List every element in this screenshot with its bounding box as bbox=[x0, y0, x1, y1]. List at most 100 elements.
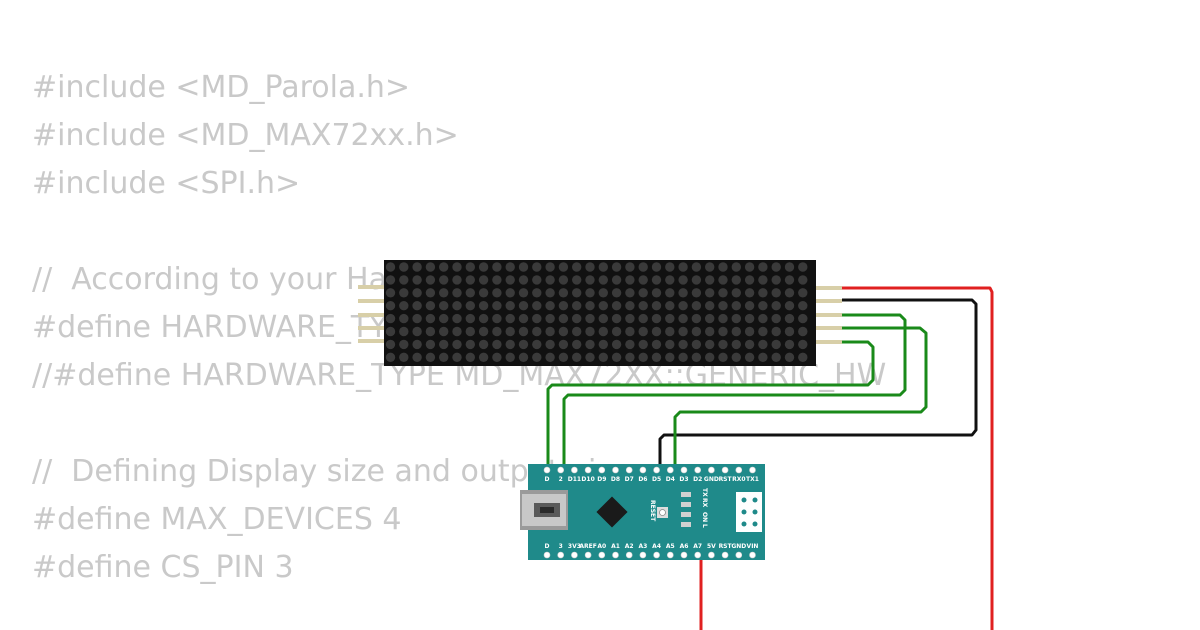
matrix-led bbox=[452, 288, 462, 298]
matrix-led bbox=[771, 275, 781, 285]
nano-top-pin[interactable] bbox=[721, 466, 729, 474]
matrix-led bbox=[611, 288, 622, 298]
nano-top-pin[interactable] bbox=[653, 466, 660, 474]
matrix-led bbox=[399, 262, 409, 272]
matrix-led bbox=[798, 326, 808, 337]
nano-top-pin[interactable] bbox=[625, 466, 633, 474]
nano-bottom-pin[interactable] bbox=[571, 551, 578, 559]
matrix-led bbox=[492, 326, 502, 337]
matrix-led bbox=[691, 339, 702, 350]
matrix-led bbox=[572, 326, 582, 337]
matrix-led bbox=[478, 288, 489, 298]
matrix-led bbox=[718, 288, 728, 298]
nano-bottom-pin[interactable] bbox=[721, 551, 729, 559]
matrix-led bbox=[585, 339, 595, 350]
matrix-led bbox=[731, 288, 741, 298]
matrix-led bbox=[691, 313, 702, 324]
matrix-led bbox=[572, 262, 582, 272]
nano-bottom-pin[interactable] bbox=[708, 551, 715, 559]
matrix-led bbox=[771, 326, 781, 337]
matrix-led bbox=[545, 301, 555, 311]
matrix-led bbox=[678, 262, 688, 272]
nano-bottom-pin[interactable] bbox=[666, 551, 674, 559]
matrix-led bbox=[439, 313, 449, 324]
nano-top-pin[interactable] bbox=[735, 466, 743, 474]
nano-top-pin[interactable] bbox=[708, 466, 715, 474]
nano-bottom-pin[interactable] bbox=[639, 551, 647, 559]
matrix-led bbox=[678, 313, 688, 324]
matrix-led bbox=[385, 288, 396, 298]
wire-cs[interactable] bbox=[673, 326, 928, 470]
matrix-led bbox=[492, 262, 502, 272]
nano-bottom-pin[interactable] bbox=[735, 551, 743, 559]
matrix-led bbox=[478, 352, 489, 362]
nano-top-pin-label: D4 bbox=[666, 476, 675, 483]
matrix-led bbox=[518, 339, 529, 350]
nano-bottom-pin[interactable] bbox=[680, 551, 688, 559]
matrix-led bbox=[558, 275, 569, 285]
matrix-led bbox=[651, 352, 662, 362]
matrix-led bbox=[598, 301, 608, 311]
nano-top-pin[interactable] bbox=[598, 466, 606, 474]
matrix-led bbox=[784, 262, 795, 272]
reset-button[interactable] bbox=[657, 507, 668, 518]
nano-bottom-pin[interactable] bbox=[557, 551, 565, 559]
matrix-led bbox=[638, 326, 648, 337]
nano-bottom-pin[interactable] bbox=[598, 551, 606, 559]
nano-top-pin[interactable] bbox=[680, 466, 688, 474]
nano-top-pin[interactable] bbox=[584, 466, 592, 474]
matrix-led bbox=[385, 352, 396, 362]
matrix-led bbox=[771, 352, 781, 362]
matrix-led bbox=[691, 301, 702, 311]
nano-top-pin[interactable] bbox=[557, 466, 565, 474]
matrix-led bbox=[478, 275, 489, 285]
nano-top-pin[interactable] bbox=[749, 466, 756, 474]
wire-clk[interactable] bbox=[546, 340, 875, 555]
nano-top-pin[interactable] bbox=[666, 466, 674, 474]
matrix-led bbox=[771, 301, 781, 311]
wire-din[interactable] bbox=[562, 313, 907, 470]
matrix-led bbox=[399, 275, 409, 285]
matrix-led bbox=[665, 326, 675, 337]
matrix-led bbox=[585, 326, 595, 337]
matrix-led bbox=[585, 313, 595, 324]
matrix-led bbox=[638, 301, 648, 311]
nano-bottom-pin[interactable] bbox=[543, 551, 551, 559]
nano-top-pin[interactable] bbox=[571, 466, 578, 474]
matrix-led bbox=[545, 352, 555, 362]
matrix-led bbox=[505, 301, 515, 311]
matrix-led bbox=[638, 288, 648, 298]
matrix-led bbox=[412, 326, 422, 337]
led-matrix-module[interactable] bbox=[358, 260, 842, 366]
matrix-led bbox=[465, 313, 475, 324]
nano-top-pin[interactable] bbox=[639, 466, 647, 474]
matrix-led bbox=[665, 313, 675, 324]
nano-top-pin[interactable] bbox=[543, 466, 551, 474]
matrix-led bbox=[518, 288, 529, 298]
matrix-led bbox=[518, 262, 529, 272]
nano-top-pin[interactable] bbox=[612, 466, 619, 474]
matrix-led bbox=[505, 326, 515, 337]
matrix-led bbox=[784, 313, 795, 324]
nano-bottom-pin[interactable] bbox=[584, 551, 592, 559]
matrix-led bbox=[665, 352, 675, 362]
wire-vcc[interactable] bbox=[842, 286, 994, 630]
matrix-led bbox=[758, 326, 768, 337]
matrix-led bbox=[705, 262, 715, 272]
matrix-led bbox=[758, 288, 768, 298]
code-line-define-cs-pin: #define CS_PIN 3 bbox=[32, 550, 294, 585]
matrix-led bbox=[665, 288, 675, 298]
nano-bottom-pin[interactable] bbox=[653, 551, 660, 559]
nano-top-pin[interactable] bbox=[694, 466, 702, 474]
matrix-led bbox=[385, 275, 396, 285]
nano-bottom-pin[interactable] bbox=[612, 551, 619, 559]
nano-bottom-pin[interactable] bbox=[749, 551, 756, 559]
matrix-led-grid bbox=[385, 262, 808, 362]
nano-bottom-pin[interactable] bbox=[694, 551, 702, 559]
matrix-led bbox=[439, 339, 449, 350]
matrix-led bbox=[439, 326, 449, 337]
nano-bottom-pin[interactable] bbox=[625, 551, 633, 559]
matrix-led bbox=[425, 326, 436, 337]
nano-bottom-pin-label: 3 bbox=[559, 543, 563, 550]
